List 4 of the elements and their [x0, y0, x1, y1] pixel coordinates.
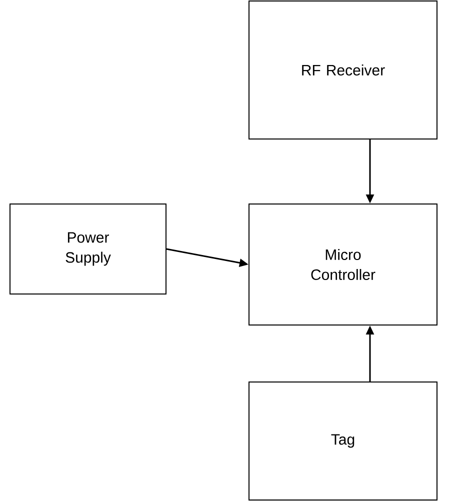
block-box: Tag: [248, 382, 438, 500]
block-box: Power Supply: [10, 204, 166, 294]
block-box: RF Receiver: [248, 0, 438, 140]
block-box: Micro Controller: [248, 204, 438, 326]
